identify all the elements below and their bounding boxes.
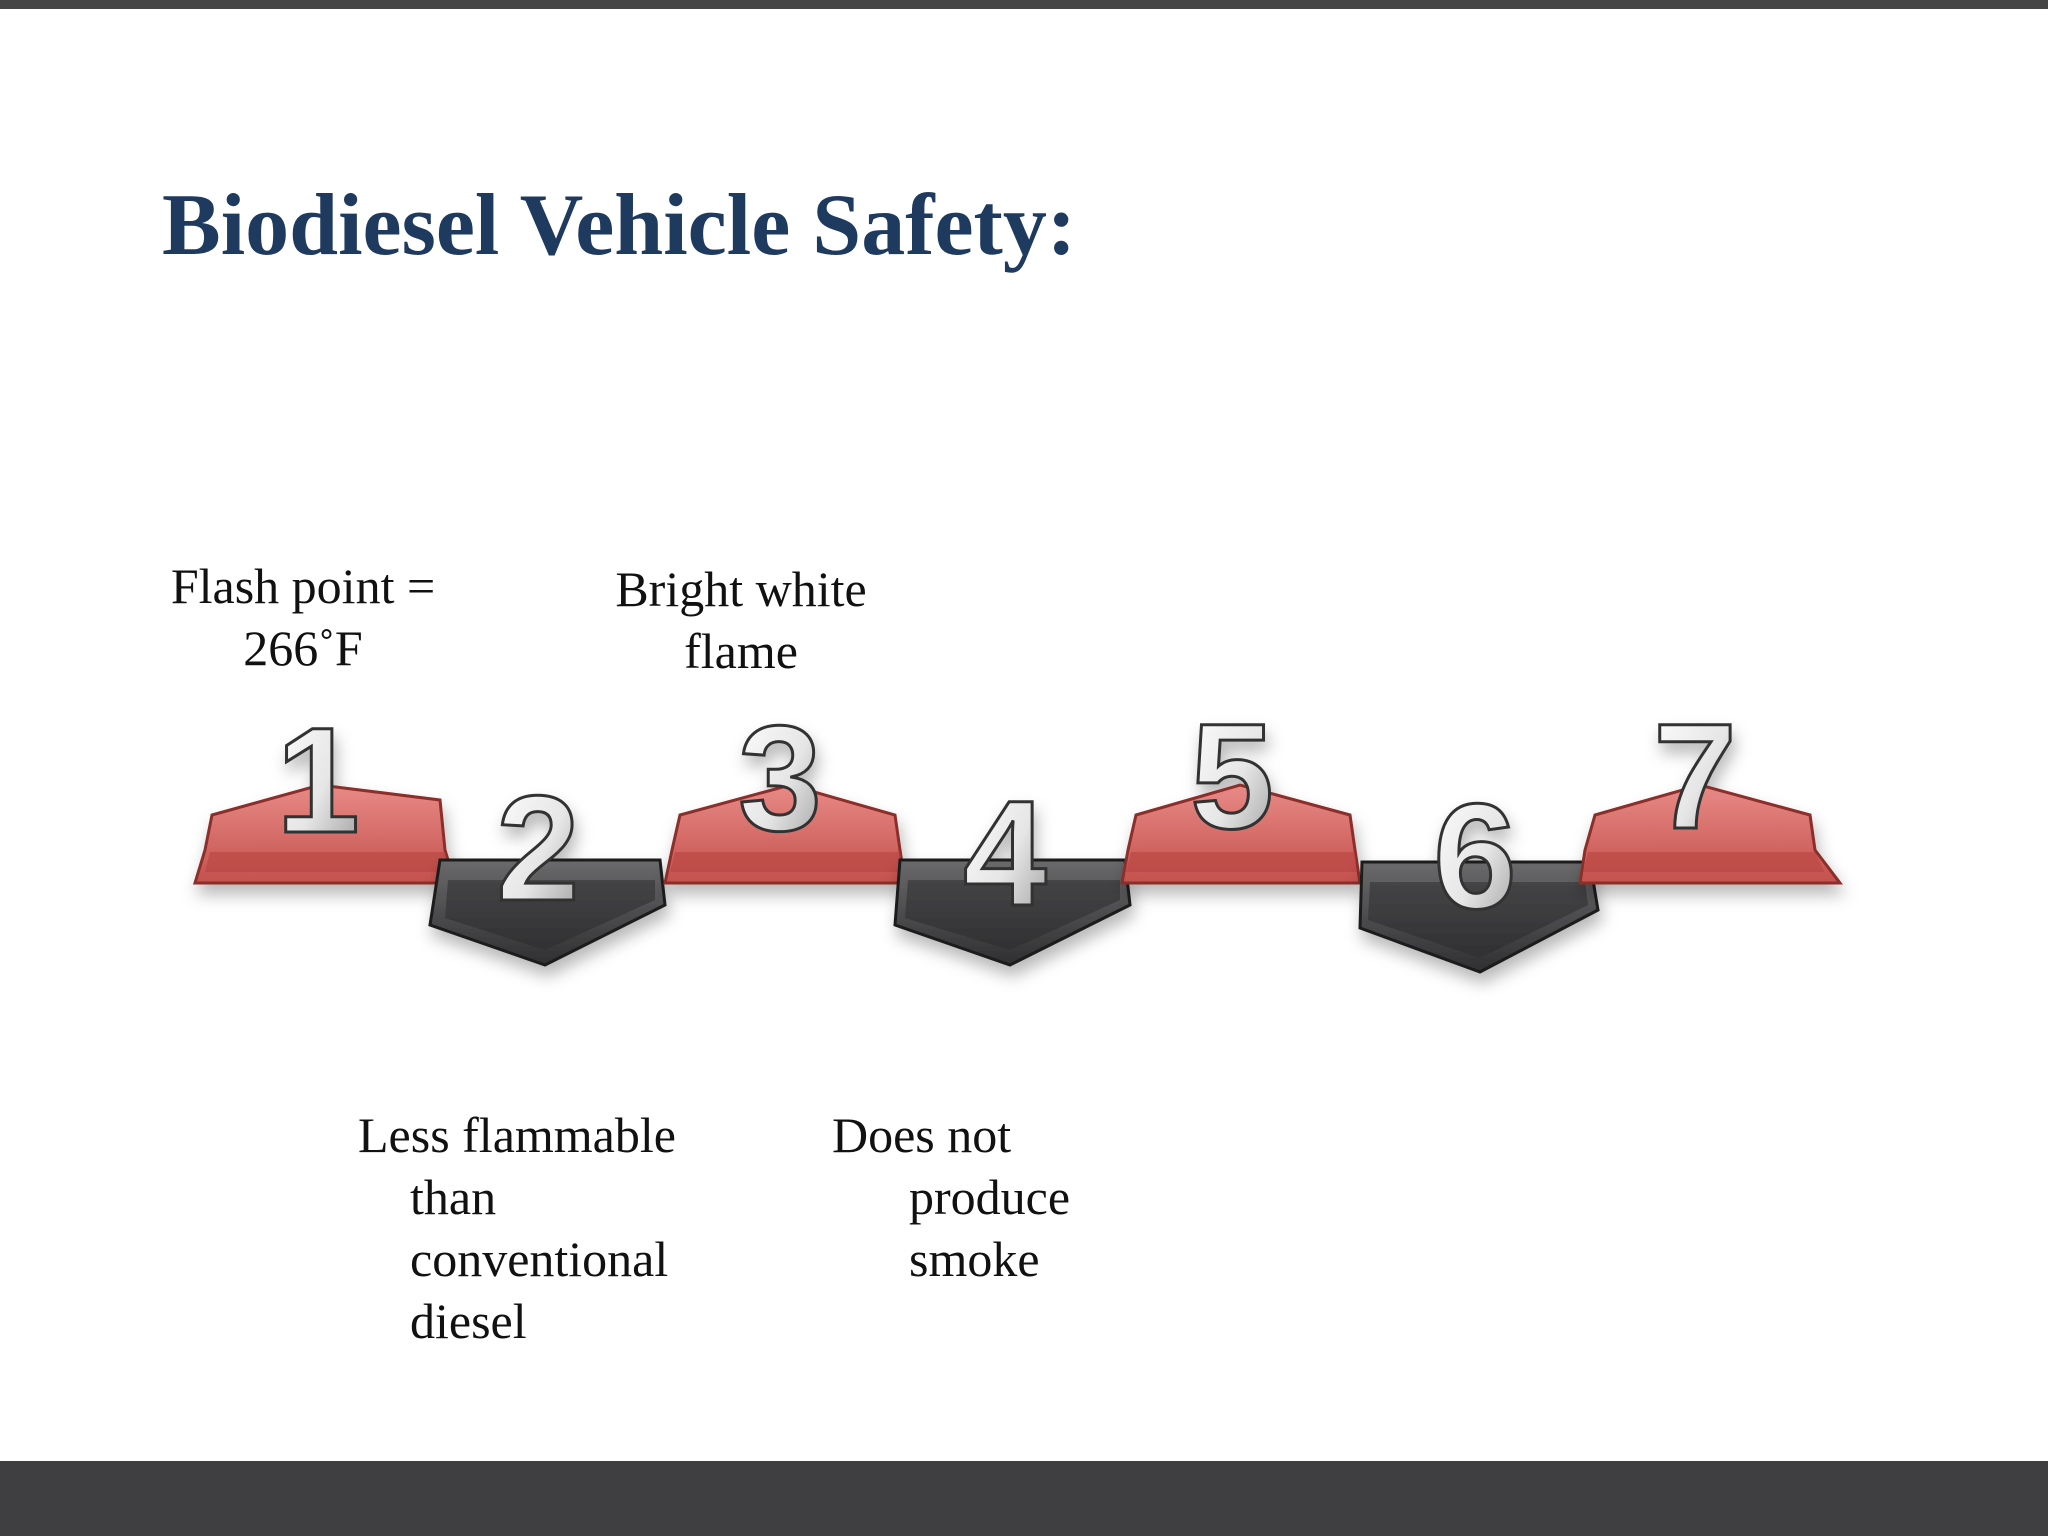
- step-6: 6: [1358, 771, 1600, 974]
- step-7-number: 7: [1653, 692, 1736, 860]
- step-2-label-line: conventional: [410, 1231, 669, 1287]
- step-1: 1: [192, 695, 458, 885]
- top-bar: [0, 0, 2048, 9]
- step-3-label: Bright white flame: [610, 558, 872, 682]
- step-1-number: 1: [276, 696, 359, 864]
- step-4-label-line: produce: [909, 1169, 1071, 1225]
- step-5: 5: [1120, 691, 1362, 885]
- step-4: 4: [893, 768, 1132, 967]
- step-1-label-line: Flash point =: [170, 558, 436, 614]
- step-7: 7: [1578, 691, 1844, 885]
- step-4-label: Does not produce smoke: [832, 1104, 1070, 1290]
- step-3-label-line: flame: [684, 623, 798, 679]
- step-6-number: 6: [1433, 772, 1516, 940]
- step-4-label-line: Does not: [832, 1107, 1012, 1163]
- step-2-number: 2: [496, 764, 579, 932]
- step-1-label: Flash point = 266˚F: [163, 555, 443, 679]
- step-3-label-line: Bright white: [615, 561, 867, 617]
- step-2-label-line: Less flammable: [358, 1107, 676, 1163]
- step-4-label-line: smoke: [909, 1231, 1040, 1287]
- step-2: 2: [428, 763, 667, 967]
- step-4-number: 4: [963, 769, 1046, 937]
- step-2-label-line: than: [410, 1169, 497, 1225]
- step-1-label-line: 266˚F: [243, 620, 363, 676]
- step-3: 3: [663, 693, 907, 885]
- slide-title: Biodiesel Vehicle Safety:: [162, 177, 1077, 274]
- step-2-label-line: diesel: [410, 1293, 527, 1349]
- step-3-number: 3: [738, 694, 821, 862]
- step-2-label: Less flammable than conventional diesel: [358, 1104, 676, 1352]
- bottom-bar: [0, 1461, 2048, 1536]
- step-5-number: 5: [1190, 692, 1273, 860]
